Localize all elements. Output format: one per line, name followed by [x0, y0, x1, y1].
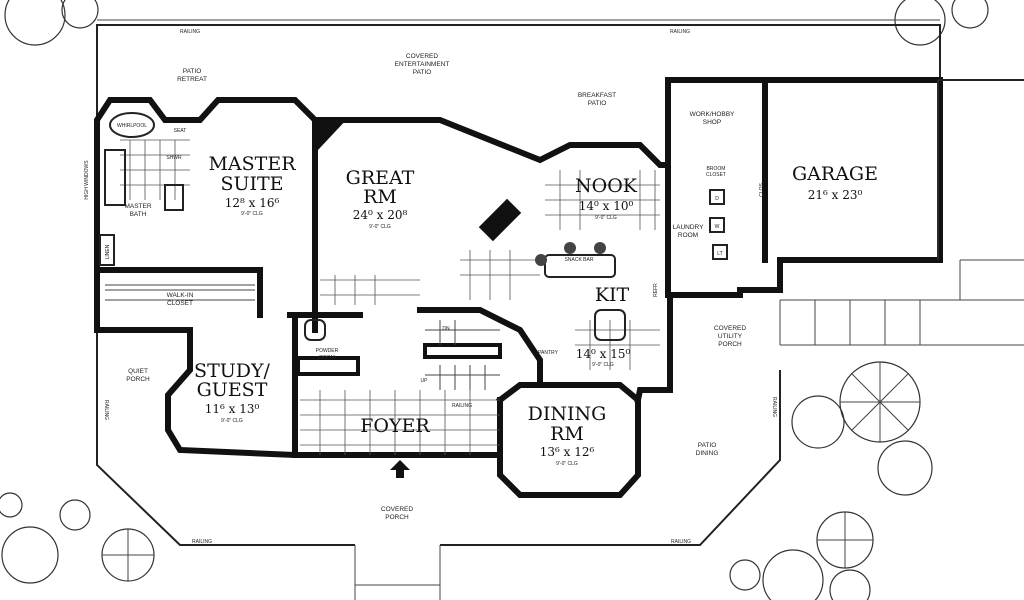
- whirlpool-tub: [109, 112, 155, 138]
- washer-label: W: [715, 224, 720, 230]
- patio-dining-label-2: DINING: [696, 450, 719, 457]
- work-shop-label-1: WORK/HOBBY: [690, 111, 735, 118]
- walk-in-closet-label-2: CLOSET: [167, 300, 193, 307]
- shower-label: SHWR: [166, 155, 182, 161]
- snack-bar: [544, 254, 616, 278]
- covered-porch-label-1: COVERED: [381, 506, 413, 513]
- nook-ceiling: 9'-0" CLG: [595, 215, 617, 221]
- great-rm-title-2: RM: [363, 186, 397, 208]
- master-bath-label-2: BATH: [130, 211, 147, 218]
- walk-in-closet-label-1: WALK-IN: [167, 292, 194, 299]
- patio-retreat-label-1: PATIO: [183, 68, 202, 75]
- kitchen-island: [594, 309, 626, 341]
- entry-arrow-icon: [390, 460, 410, 478]
- high-windows-label: HIGH WINDOWS: [84, 160, 90, 200]
- powder-room-label-2: ROOM: [319, 355, 335, 361]
- master-suite-dims: 12⁸ x 16⁶: [225, 196, 280, 210]
- foyer-title: FOYER: [360, 415, 430, 437]
- pantry-label: PANTRY: [538, 350, 558, 356]
- covered-porch-label-2: PORCH: [385, 514, 409, 521]
- great-rm-ceiling: 9'-0" CLG: [369, 224, 391, 230]
- stairs-down-label: DN: [442, 326, 450, 332]
- dining-rm-dims: 13⁶ x 12⁶: [540, 445, 595, 459]
- patio-retreat-label-2: RETREAT: [177, 76, 207, 83]
- breakfast-patio-label-2: PATIO: [588, 100, 607, 107]
- entertainment-patio-label-3: PATIO: [413, 69, 432, 76]
- garage-title: GARAGE: [792, 163, 878, 185]
- railing-label-bottom-right: RAILING: [671, 539, 691, 545]
- quiet-porch-label-2: PORCH: [126, 376, 150, 383]
- broom-closet-label-1: BROOM: [707, 166, 726, 172]
- study-guest-title-1: STUDY/: [194, 360, 270, 382]
- utility-porch-label-2: UTILITY: [718, 333, 743, 340]
- railing-label-top-right: RAILING: [670, 29, 690, 35]
- entertainment-patio-label-1: COVERED: [406, 53, 438, 60]
- area-labels: PATIO RETREAT COVERED ENTERTAINMENT PATI…: [84, 29, 777, 545]
- linen-label: LINEN: [105, 244, 111, 259]
- study-guest-ceiling: 9'-0" CLG: [221, 418, 243, 424]
- utility-porch-label-1: COVERED: [714, 325, 746, 332]
- laundry-label-1: LAUNDRY: [673, 224, 705, 231]
- closet-label: CLOS: [759, 183, 765, 197]
- walls: [94, 77, 1024, 498]
- master-bath-label-1: MASTER: [124, 203, 151, 210]
- patio-outline: [96, 19, 1024, 600]
- laundry-label-2: ROOM: [678, 232, 698, 239]
- dryer-label: D: [715, 196, 719, 202]
- study-guest-title-2: GUEST: [197, 379, 268, 401]
- kit-dims: 14⁰ x 15⁰: [576, 347, 631, 361]
- master-suite-ceiling: 9'-0" CLG: [241, 211, 263, 217]
- whirlpool-label: WHIRLPOOL: [117, 123, 147, 129]
- master-suite-title-2: SUITE: [220, 173, 283, 195]
- kit-ceiling: 9'-0" CLG: [592, 362, 614, 368]
- seat-label: SEAT: [174, 128, 187, 134]
- great-rm-title-1: GREAT: [346, 167, 415, 189]
- patio-dining-label-1: PATIO: [698, 442, 717, 449]
- great-rm-dims: 24⁰ x 20⁸: [353, 208, 408, 222]
- work-shop-label-2: SHOP: [703, 119, 721, 126]
- railing-label-top-left: RAILING: [180, 29, 200, 35]
- garage-dims: 21⁶ x 23⁰: [808, 188, 863, 202]
- railing-label-left: RAILING: [103, 400, 109, 420]
- dining-rm-title-2: RM: [550, 423, 584, 445]
- breakfast-patio-label-1: BREAKFAST: [578, 92, 616, 99]
- railing-label-right: RAILING: [771, 397, 777, 417]
- dining-rm-ceiling: 9'-0" CLG: [556, 461, 578, 467]
- laundry-tub-label: LT: [717, 251, 722, 257]
- nook-dims: 14⁰ x 10⁰: [579, 199, 634, 213]
- kit-title: KIT: [595, 284, 630, 306]
- snack-bar-label: SNACK BAR: [565, 257, 594, 263]
- railing-label-stairs: RAILING: [452, 403, 472, 409]
- railing-label-bottom-left: RAILING: [192, 539, 212, 545]
- tile-floor: [120, 139, 660, 455]
- dining-rm-title-1: DINING: [528, 403, 607, 425]
- refrigerator-label: REFR: [653, 283, 659, 297]
- stairs-up-label: UP: [421, 378, 429, 384]
- entertainment-patio-label-2: ENTERTAINMENT: [395, 61, 450, 68]
- fixtures: [99, 112, 728, 478]
- broom-closet-label-2: CLOSET: [706, 172, 726, 178]
- utility-porch-label-3: PORCH: [718, 341, 742, 348]
- quiet-porch-label-1: QUIET: [128, 368, 148, 375]
- study-guest-dims: 11⁶ x 13⁰: [205, 402, 260, 416]
- powder-room-label-1: POWDER: [316, 348, 339, 354]
- room-labels: MASTER SUITE 12⁸ x 16⁶ 9'-0" CLG GREAT R…: [194, 153, 878, 467]
- landscaping: [0, 0, 989, 600]
- master-suite-title-1: MASTER: [208, 153, 296, 175]
- nook-title: NOOK: [575, 175, 638, 197]
